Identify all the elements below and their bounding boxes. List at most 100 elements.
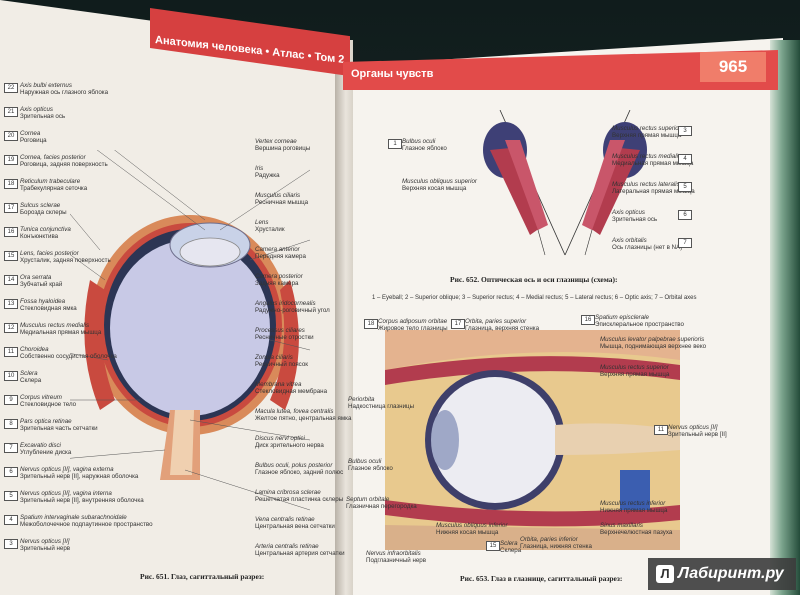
right-running-head: Органы чувств	[351, 68, 434, 80]
russian-term: Межоболочечное подпаутинное пространство	[20, 521, 153, 528]
label-number: 5	[678, 182, 692, 192]
latin-term: Axis opticus	[612, 209, 646, 216]
latin-term: Reticulum trabeculare	[20, 178, 81, 185]
russian-term: Задняя камера	[255, 280, 299, 287]
label-number: 10	[4, 371, 18, 381]
fig652-legend: 1 – Eyeball; 2 – Superior oblique; 3 – S…	[372, 295, 697, 301]
russian-term: Зубчатый край	[20, 281, 63, 288]
latin-term: Axis opticus	[20, 106, 54, 113]
latin-term: Angulus iridocornealis	[255, 300, 316, 307]
latin-term: Pars optica retinae	[20, 418, 72, 425]
label-number: 11	[4, 347, 18, 357]
label-number: 12	[4, 323, 18, 333]
label-number: 5	[4, 491, 18, 501]
label-number: 15	[486, 541, 500, 551]
label-number: 18	[4, 179, 18, 189]
latin-term: Musculus rectus superior	[600, 364, 669, 371]
latin-term: Cornea, facies posterior	[20, 154, 86, 161]
latin-term: Nervus opticus [II]	[668, 424, 718, 431]
book-gutter	[335, 40, 353, 595]
label-number: 22	[4, 83, 18, 93]
russian-term: Зрительный нерв [II], наружная оболочка	[20, 473, 139, 480]
latin-term: Lens	[255, 219, 269, 226]
fig651-eye-illustration	[70, 150, 311, 511]
latin-term: Corpus adiposum orbitae	[378, 318, 448, 325]
russian-term: Глазница, верхняя стенка	[465, 325, 540, 332]
russian-term: Стекловидная ямка	[20, 305, 77, 312]
latin-term: Musculus rectus medialis	[20, 322, 90, 329]
label-number: 9	[4, 395, 18, 405]
latin-term: Cornea	[20, 130, 41, 137]
russian-term: Нижняя косая мышца	[436, 529, 499, 536]
latin-term: Ora serrata	[20, 274, 52, 281]
russian-term: Вершина роговицы	[255, 145, 311, 152]
russian-term: Верхняя косая мышца	[402, 185, 467, 192]
russian-term: Надкостница глазницы	[348, 403, 415, 410]
russian-term: Глазное яблоко	[402, 145, 447, 152]
latin-term: Arteria centralis retinae	[255, 543, 319, 550]
latin-term: Fossa hyaloidea	[20, 298, 66, 305]
latin-term: Septum orbitale	[346, 496, 390, 503]
russian-term: Стекловидное тело	[20, 401, 77, 408]
label-number: 15	[4, 251, 18, 261]
russian-term: Собственно сосудистая оболочка	[20, 353, 117, 360]
russian-term: Диск зрительного нерва	[255, 442, 324, 449]
label-number: 13	[4, 299, 18, 309]
latin-term: Nervus opticus [II], vagina interna	[20, 490, 112, 497]
latin-term: Sinus maxillaris	[600, 522, 643, 529]
latin-term: Musculus rectus medialis	[612, 153, 682, 160]
russian-term: Борозда склеры	[20, 209, 67, 216]
latin-term: Vena centralis retinae	[255, 516, 315, 523]
label-number: 4	[678, 154, 692, 164]
latin-term: Musculus rectus lateralis	[612, 181, 680, 188]
russian-term: Эписклеральное пространство	[595, 321, 684, 328]
latin-term: Lamina cribrosa sclerae	[255, 489, 321, 496]
latin-term: Sulcus sclerae	[20, 202, 61, 209]
russian-term: Жировое тело глазницы	[378, 325, 448, 332]
latin-term: Zonula ciliaris	[255, 354, 293, 361]
fig653-caption: Рис. 653. Глаз в глазнице, сагиттальный …	[460, 574, 623, 583]
latin-term: Nervus opticus [II]	[20, 538, 70, 545]
russian-term: Трабекулярная сеточка	[20, 185, 88, 192]
russian-term: Нижняя прямая мышца	[600, 507, 668, 514]
russian-term: Зрительный нерв [II], внутренняя оболочк…	[20, 497, 144, 504]
russian-term: Медиальная прямая мышца	[612, 160, 694, 167]
label-number: 17	[451, 319, 465, 329]
latin-term: Lens, facies posterior	[20, 250, 79, 257]
russian-term: Латеральная прямая мышца	[612, 188, 695, 195]
russian-term: Подглазничный нерв	[366, 557, 427, 564]
russian-term: Верхняя прямая мышца	[612, 132, 682, 139]
label-number: 18	[364, 319, 378, 329]
fig652-orbit-axes-illustration	[483, 110, 647, 256]
label-number: 6	[4, 467, 18, 477]
russian-term: Ось глазницы (нет в NA)	[612, 244, 683, 251]
latin-term: Spatium episclerale	[595, 314, 649, 321]
russian-term: Медиальная прямая мышца	[20, 329, 102, 336]
label-number: 11	[654, 425, 668, 435]
label-number: 4	[4, 515, 18, 525]
latin-term: Nervus opticus [II], vagina externa	[20, 466, 114, 473]
